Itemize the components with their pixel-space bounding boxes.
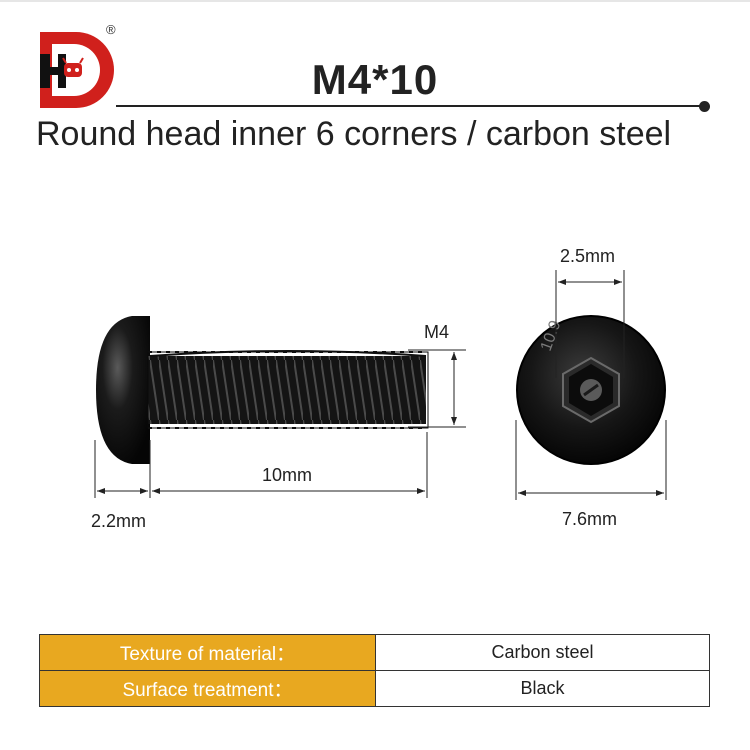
table-row: Texture of material： Carbon steel: [39, 634, 710, 671]
page-title: M4*10: [311, 56, 439, 103]
registered-mark: ®: [106, 22, 116, 37]
title-underline: [116, 105, 706, 107]
dimension-lines-top: [515, 270, 667, 500]
surface-value: Black: [375, 670, 710, 707]
dimension-lines-side: [94, 349, 466, 498]
length-label: 10mm: [262, 465, 313, 485]
screw-shaft: [147, 350, 429, 429]
top-rule: [0, 0, 750, 2]
hd-logo: [40, 32, 114, 108]
page-subtitle: Round head inner 6 corners / carbon stee…: [36, 115, 672, 153]
screw-head-side: [96, 316, 150, 464]
material-value: Carbon steel: [375, 634, 710, 671]
thread-size-label: M4: [424, 322, 450, 342]
table-row: Surface treatment： Black: [39, 670, 710, 707]
surface-label: Surface treatment：: [39, 670, 376, 707]
material-label: Texture of material：: [39, 634, 376, 671]
head-diameter-label: 7.6mm: [562, 509, 618, 529]
head-height-label: 2.2mm: [91, 511, 147, 531]
spec-table: Texture of material： Carbon steel Surfac…: [39, 634, 710, 707]
title-underline-dot: [699, 101, 710, 112]
socket-size-label: 2.5mm: [560, 246, 616, 266]
screw-head-top: 10.9: [516, 315, 666, 465]
